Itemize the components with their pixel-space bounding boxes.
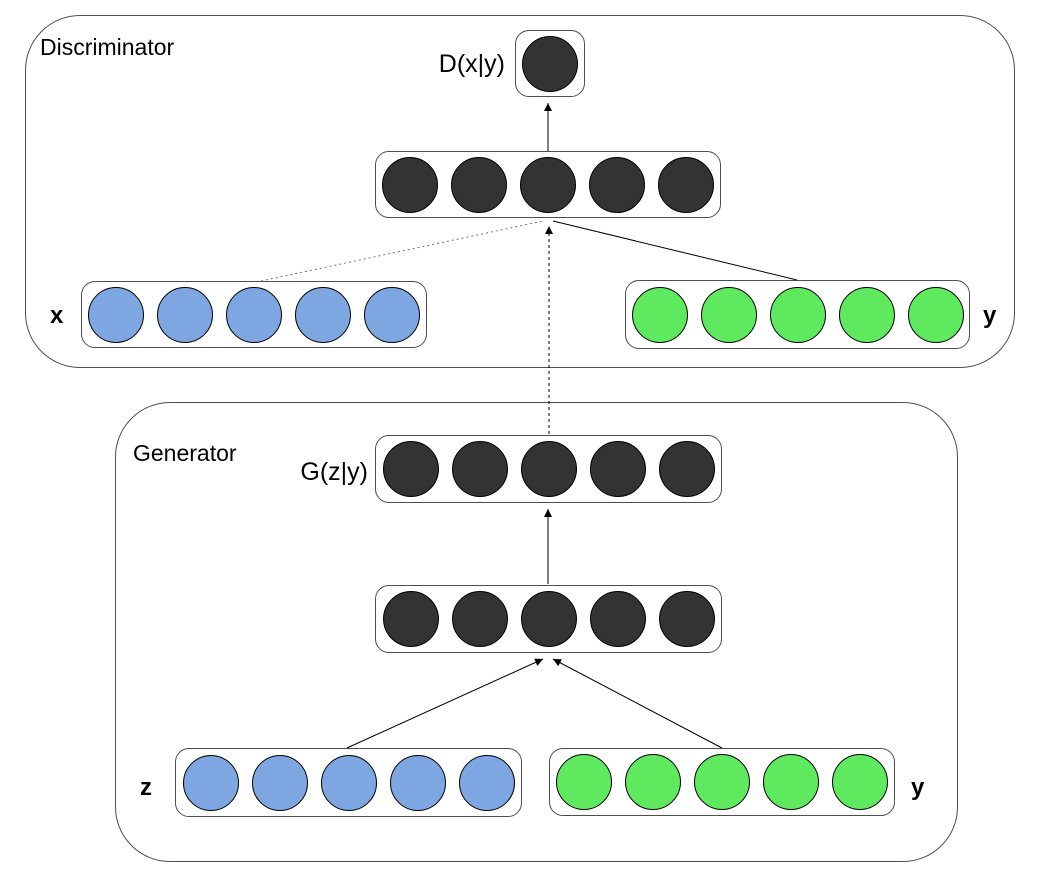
neuron-node — [295, 286, 351, 343]
discriminator-output-label: D(x|y) — [438, 50, 505, 78]
neuron-node — [88, 286, 144, 343]
neuron-node — [522, 35, 578, 92]
neuron-node — [458, 754, 515, 811]
neuron-node — [589, 156, 645, 213]
neuron-node — [589, 441, 646, 497]
neuron-node — [226, 286, 282, 343]
neuron-node — [157, 286, 213, 343]
neuron-node — [382, 441, 439, 497]
z-input-layer — [175, 748, 522, 817]
neuron-node — [451, 156, 507, 213]
neuron-node — [320, 754, 377, 811]
neuron-node — [451, 591, 508, 647]
y-input-layer-discriminator — [625, 280, 970, 349]
generator-output-layer — [375, 435, 722, 503]
neuron-node — [658, 156, 714, 213]
neuron-node — [658, 441, 715, 497]
x-input-layer — [81, 281, 427, 348]
neuron-node — [556, 754, 612, 810]
neuron-node — [364, 286, 420, 343]
neuron-node — [832, 754, 888, 810]
neuron-node — [451, 441, 508, 497]
neuron-node — [182, 754, 239, 811]
generator-hidden-layer — [375, 585, 722, 653]
y-input-layer-generator — [549, 748, 895, 816]
neuron-node — [520, 156, 576, 213]
generator-output-label: G(z|y) — [300, 458, 368, 486]
neuron-node — [769, 286, 826, 343]
discriminator-label: Discriminator — [40, 34, 175, 60]
neuron-node — [389, 754, 446, 811]
neuron-node — [625, 754, 681, 810]
discriminator-output-node — [515, 30, 585, 97]
generator-box — [115, 402, 958, 862]
neuron-node — [907, 286, 964, 343]
neuron-node — [838, 286, 895, 343]
neuron-node — [700, 286, 757, 343]
generator-label: Generator — [133, 440, 237, 466]
y-input-label-generator: y — [911, 774, 925, 801]
neuron-node — [251, 754, 308, 811]
discriminator-hidden-layer — [375, 151, 721, 218]
discriminator-box — [25, 15, 1015, 368]
z-input-label: z — [140, 774, 152, 801]
neuron-node — [658, 591, 715, 647]
neuron-node — [382, 156, 438, 213]
neuron-node — [763, 754, 819, 810]
neuron-node — [694, 754, 750, 810]
neuron-node — [382, 591, 439, 647]
neuron-node — [520, 441, 577, 497]
neuron-node — [631, 286, 688, 343]
y-input-label-discriminator: y — [983, 302, 997, 329]
neuron-node — [520, 591, 577, 647]
x-input-label: x — [50, 302, 64, 329]
neuron-node — [589, 591, 646, 647]
